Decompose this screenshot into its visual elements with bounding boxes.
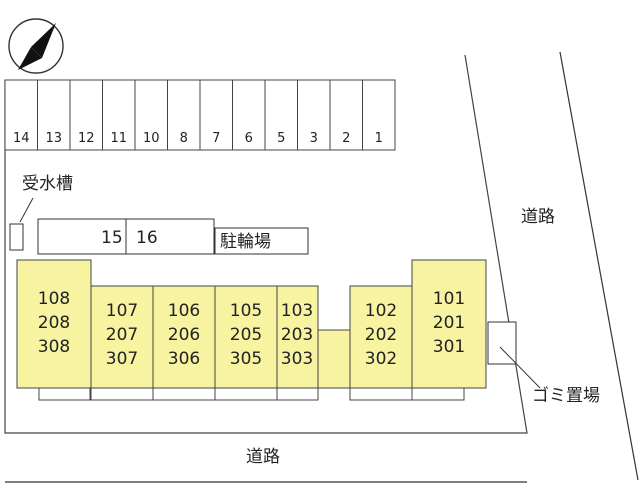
water-tank-leader (19, 197, 34, 223)
parking-slot-number: 12 (78, 131, 95, 146)
parking-slot (37, 79, 71, 151)
parking-slot (264, 79, 298, 151)
apartment-unit (411, 259, 487, 389)
building-base-strip (38, 387, 91, 401)
unit-number: 102 (365, 301, 397, 321)
apartment-building: 108 208 308 107 207 307 106 206 306 105 205 305 103 2… (16, 259, 487, 401)
parking-slot-number: 3 (310, 131, 318, 146)
unit-number: 301 (433, 337, 465, 357)
unit-number: 303 (281, 349, 313, 369)
garbage-label: ゴミ置場 (532, 385, 600, 406)
garbage-area (487, 321, 517, 365)
apartment-unit (276, 285, 319, 389)
building-base-strip (276, 387, 319, 401)
parking-slot (4, 79, 38, 151)
parking-slot (134, 79, 168, 151)
parking-slot-number: 8 (180, 131, 188, 146)
parking-slot-number: 14 (13, 131, 30, 146)
building-base-strip (214, 387, 278, 401)
unit-number: 202 (365, 325, 397, 345)
north-compass-icon (8, 18, 64, 74)
parking-slot-number: 13 (45, 131, 62, 146)
unit-number: 107 (106, 301, 138, 321)
building-base-strip (152, 387, 216, 401)
unit-number: 101 (433, 289, 465, 309)
building-base-strip (349, 387, 413, 401)
unit-number: 206 (168, 325, 200, 345)
road-edge-right (559, 51, 639, 481)
apartment-unit (152, 285, 216, 389)
unit-number: 205 (230, 325, 262, 345)
road-label-bottom: 道路 (246, 447, 280, 467)
parking-slot-number: 7 (212, 131, 220, 146)
apartment-unit (16, 259, 92, 389)
building-base-strip (90, 387, 154, 401)
unit-number: 305 (230, 349, 262, 369)
apartment-unit (90, 285, 154, 389)
parking-slot (329, 79, 363, 151)
unit-number: 201 (433, 313, 465, 333)
road-label-right: 道路 (521, 207, 555, 227)
building-base-strip (411, 387, 465, 401)
apartment-unit (214, 285, 278, 389)
unit-number: 308 (38, 337, 70, 357)
bicycle-parking-label: 駐輪場 (220, 232, 271, 252)
parking-slot (102, 79, 136, 151)
unit-number: 208 (38, 313, 70, 333)
unit-number: 108 (38, 289, 70, 309)
parking-slot (167, 79, 201, 151)
unit-number: 105 (230, 301, 262, 321)
garbage-leader (499, 346, 541, 389)
parking-slot-number: 2 (342, 131, 350, 146)
lot-boundary (4, 54, 528, 434)
parking-slot-number: 11 (110, 131, 127, 146)
unit-number: 103 (281, 301, 313, 321)
parking-slot-number: 10 (143, 131, 160, 146)
unit-number: 106 (168, 301, 200, 321)
water-tank (9, 223, 24, 251)
unit-number: 306 (168, 349, 200, 369)
unit-number: 203 (281, 325, 313, 345)
building-connector (317, 329, 351, 389)
unit-number: 302 (365, 349, 397, 369)
parking-slot-number: 6 (245, 131, 253, 146)
parking-slot (69, 79, 103, 151)
apartment-unit (349, 285, 413, 389)
parking-row: 14 13 12 11 10 8 7 6 5 3 2 1 (4, 79, 396, 151)
parking-slot-number: 1 (375, 131, 383, 146)
parking-slot-number: 5 (277, 131, 285, 146)
parking-slot (362, 79, 396, 151)
unit-number: 207 (106, 325, 138, 345)
bicycle-parking-label-box (214, 227, 309, 255)
bike-slot-16: 16 (136, 228, 158, 248)
unit-number: 307 (106, 349, 138, 369)
bike-slot-15: 15 (101, 228, 123, 248)
water-tank-label: 受水槽 (22, 174, 73, 194)
